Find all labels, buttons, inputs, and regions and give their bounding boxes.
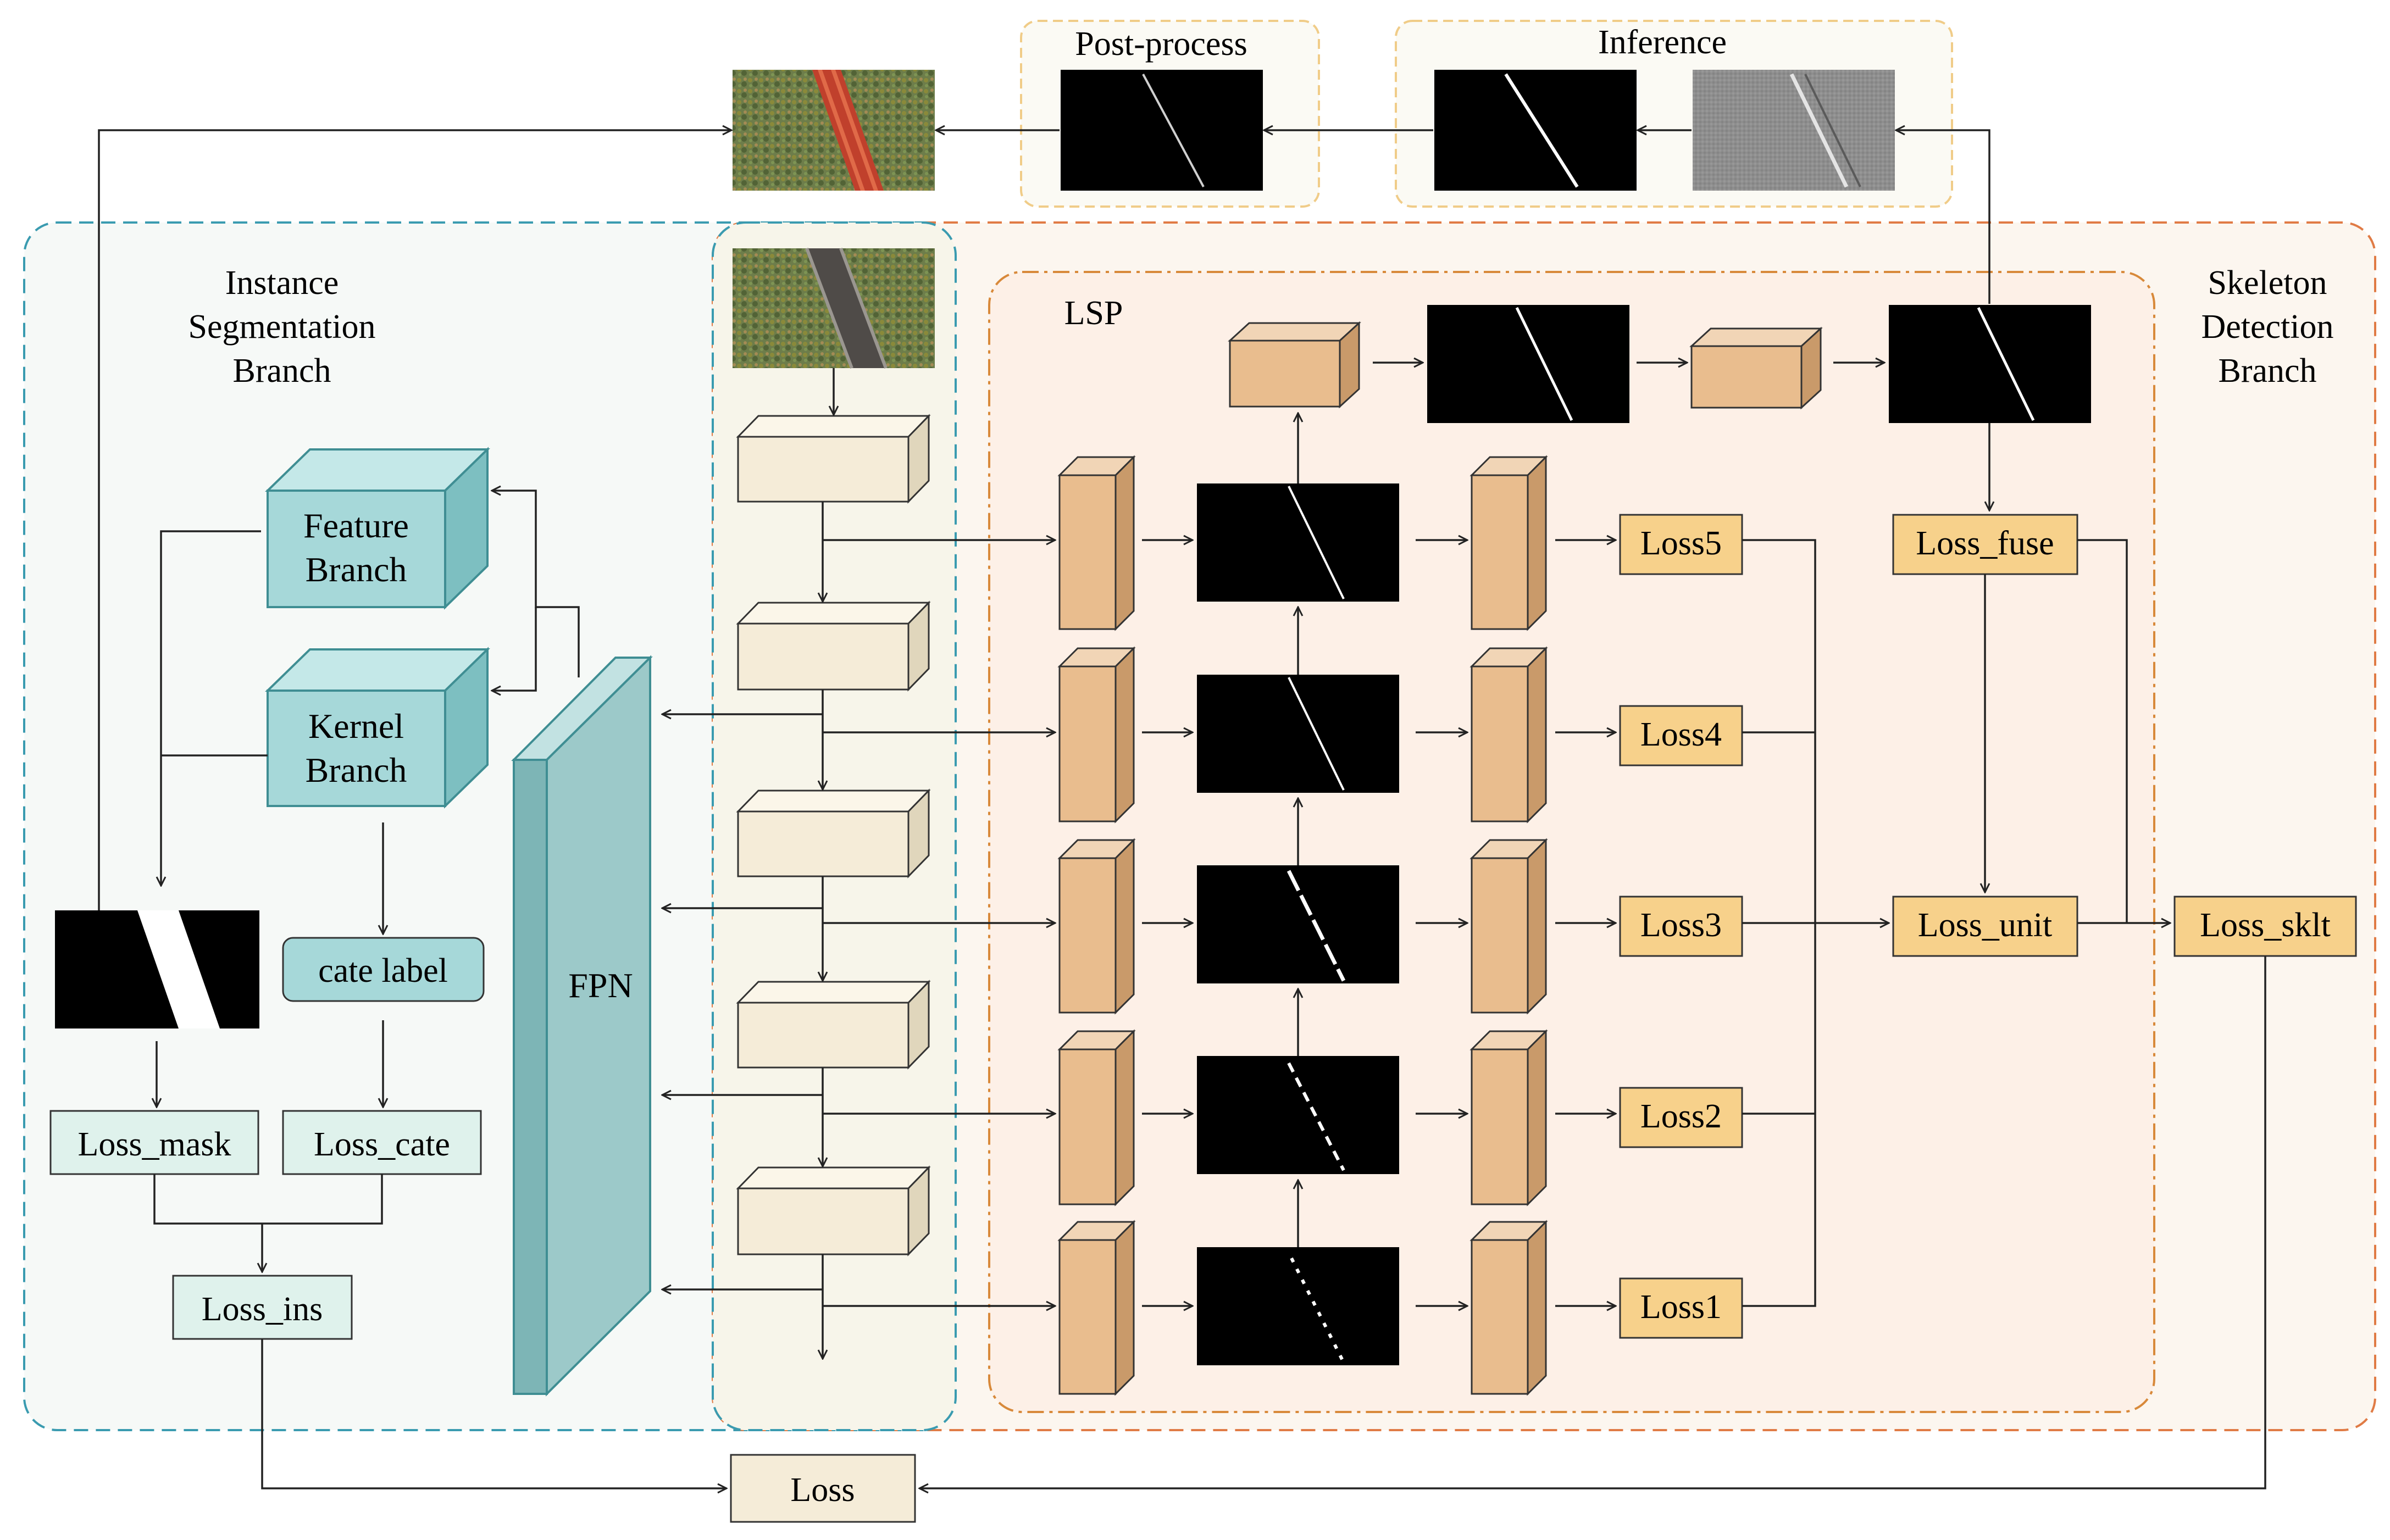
svg-text:Kernel: Kernel <box>308 707 404 746</box>
svg-text:Loss3: Loss3 <box>1640 907 1722 944</box>
loss-cate-box: Loss_cate <box>282 1110 482 1175</box>
fusion-map-image <box>1427 305 1629 423</box>
stage-map-5 <box>1197 483 1399 602</box>
lsp-stage-block-1 <box>1057 1220 1136 1396</box>
loss-sklt-box: Loss_sklt <box>2173 896 2357 957</box>
svg-text:Loss_mask: Loss_mask <box>78 1126 231 1163</box>
backbone-block-3 <box>736 788 931 879</box>
connector-lines <box>98 130 2266 1488</box>
svg-text:Branch: Branch <box>306 550 407 589</box>
backbone-block-5 <box>736 1165 931 1257</box>
lsp-stage-block-5 <box>1057 455 1136 631</box>
loss3-box: Loss3 <box>1619 896 1743 957</box>
svg-text:Branch: Branch <box>306 750 407 790</box>
lsp-stage-block-2 <box>1057 1029 1136 1207</box>
instance-branch-title-1: Instance <box>225 264 339 302</box>
backbone-block-2 <box>736 601 931 692</box>
loss-fuse-box: Loss_fuse <box>1892 514 2078 575</box>
total-loss-box: Loss <box>730 1454 916 1523</box>
svg-text:Loss1: Loss1 <box>1640 1288 1722 1326</box>
svg-text:Loss_ins: Loss_ins <box>202 1291 323 1328</box>
lsp-side-block-3 <box>1470 838 1548 1015</box>
stage-map-1 <box>1197 1247 1399 1365</box>
kernel-branch-block: Kernel Branch <box>265 647 490 809</box>
lsp-stage-block-3 <box>1057 838 1136 1015</box>
svg-text:Loss5: Loss5 <box>1640 525 1722 562</box>
lsp-stage-block-4 <box>1057 646 1136 824</box>
lsp-title: LSP <box>1064 294 1123 332</box>
instance-branch-title-2: Segmentation <box>188 308 376 346</box>
lsp-side-block-1 <box>1470 1220 1548 1396</box>
cate-label-box: cate label <box>282 937 485 1002</box>
inference-edge-image <box>1693 70 1895 191</box>
stage-map-3 <box>1197 865 1399 983</box>
skeleton-branch-title-2: Detection <box>2201 308 2333 346</box>
inference-title: Inference <box>1598 24 1727 61</box>
loss-mask-box: Loss_mask <box>49 1110 259 1175</box>
fusion-block-1 <box>1228 321 1361 409</box>
svg-text:Loss_fuse: Loss_fuse <box>1916 525 2054 562</box>
svg-text:Loss4: Loss4 <box>1640 716 1722 753</box>
stage-map-2 <box>1197 1056 1399 1174</box>
loss-unit-box: Loss_unit <box>1892 896 2078 957</box>
lsp-side-block-5 <box>1470 455 1548 631</box>
backbone-block-1 <box>736 414 931 504</box>
inference-skeleton-image <box>1434 70 1637 191</box>
loss2-box: Loss2 <box>1619 1087 1743 1148</box>
svg-text:Loss_unit: Loss_unit <box>1918 907 2053 944</box>
svg-text:Feature: Feature <box>303 506 409 545</box>
feature-branch-block: Feature Branch <box>265 447 490 610</box>
output-rail-image <box>733 70 935 191</box>
svg-text:cate label: cate label <box>318 952 448 989</box>
post-process-output-image <box>1061 70 1263 191</box>
instance-branch-title-3: Branch <box>232 352 331 390</box>
fused-skeleton-image <box>1889 305 2091 423</box>
svg-text:Loss_cate: Loss_cate <box>314 1126 450 1163</box>
loss4-box: Loss4 <box>1619 705 1743 766</box>
fpn-label: FPN <box>568 966 633 1005</box>
loss5-box: Loss5 <box>1619 514 1743 575</box>
lsp-side-block-2 <box>1470 1029 1548 1207</box>
skeleton-branch-title-3: Branch <box>2218 352 2316 390</box>
lsp-region <box>988 271 2155 1413</box>
svg-text:Loss2: Loss2 <box>1640 1098 1722 1135</box>
lsp-side-block-4 <box>1470 646 1548 824</box>
input-rail-image <box>733 247 935 369</box>
fusion-block-2 <box>1689 326 1823 410</box>
loss1-box: Loss1 <box>1619 1277 1743 1339</box>
post-process-title: Post-process <box>1075 25 1247 63</box>
skeleton-branch-title-1: Skeleton <box>2208 264 2327 302</box>
svg-text:Loss: Loss <box>790 1471 855 1509</box>
backbone-block-4 <box>736 980 931 1070</box>
svg-text:Loss_sklt: Loss_sklt <box>2200 907 2331 944</box>
loss-ins-box: Loss_ins <box>172 1275 353 1340</box>
mask-image <box>55 910 259 1028</box>
fpn-block: FPN <box>511 655 653 1397</box>
stage-map-4 <box>1197 675 1399 793</box>
